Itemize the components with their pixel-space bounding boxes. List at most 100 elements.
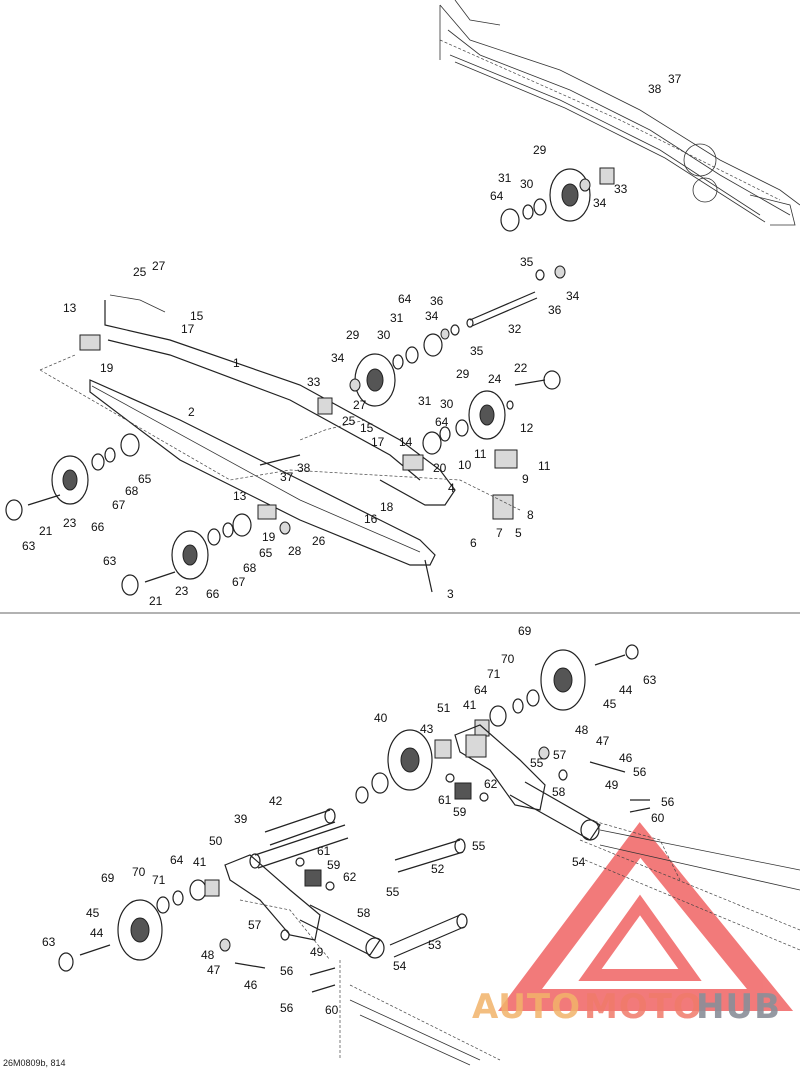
svg-text:64: 64 xyxy=(435,415,449,429)
svg-text:37: 37 xyxy=(668,72,682,86)
svg-text:12: 12 xyxy=(520,421,534,435)
svg-text:44: 44 xyxy=(90,926,104,940)
svg-text:29: 29 xyxy=(346,328,360,342)
end-cap-13b xyxy=(257,504,277,520)
svg-text:35: 35 xyxy=(470,344,484,358)
svg-text:8: 8 xyxy=(527,508,534,522)
svg-text:70: 70 xyxy=(501,652,515,666)
svg-text:54: 54 xyxy=(393,959,407,973)
svg-text:2: 2 xyxy=(188,405,195,419)
svg-text:29: 29 xyxy=(533,143,547,157)
svg-text:28: 28 xyxy=(288,544,302,558)
svg-text:33: 33 xyxy=(614,182,628,196)
svg-text:71: 71 xyxy=(152,873,166,887)
svg-text:7: 7 xyxy=(496,526,503,540)
svg-text:64: 64 xyxy=(398,292,412,306)
svg-text:34: 34 xyxy=(331,351,345,365)
svg-text:51: 51 xyxy=(437,701,451,715)
callouts-bottom: 69 70 63 71 44 64 41 45 51 40 43 48 47 5… xyxy=(42,624,675,1017)
svg-text:27: 27 xyxy=(353,398,367,412)
svg-text:68: 68 xyxy=(243,561,257,575)
svg-text:68: 68 xyxy=(125,484,139,498)
svg-text:46: 46 xyxy=(244,978,258,992)
svg-text:6: 6 xyxy=(470,536,477,550)
svg-text:54: 54 xyxy=(572,855,586,869)
svg-text:9: 9 xyxy=(522,472,529,486)
svg-text:11: 11 xyxy=(538,459,551,473)
svg-text:66: 66 xyxy=(206,587,220,601)
svg-text:23: 23 xyxy=(175,584,189,598)
svg-text:25: 25 xyxy=(133,265,147,279)
svg-text:40: 40 xyxy=(374,711,388,725)
svg-text:34: 34 xyxy=(425,309,439,323)
svg-text:55: 55 xyxy=(530,756,544,770)
svg-text:66: 66 xyxy=(91,520,105,534)
callouts-top: 37 38 29 31 30 33 64 34 35 34 36 27 25 1… xyxy=(22,72,682,608)
svg-text:43: 43 xyxy=(420,722,434,736)
svg-text:56: 56 xyxy=(280,964,294,978)
svg-text:31: 31 xyxy=(498,171,512,185)
svg-text:47: 47 xyxy=(596,734,610,748)
svg-text:38: 38 xyxy=(297,461,311,475)
svg-text:21: 21 xyxy=(39,524,53,538)
diagram-code: 26M0809b, 814 xyxy=(3,1058,66,1068)
wheel-40 xyxy=(387,729,433,791)
svg-text:24: 24 xyxy=(488,372,502,386)
svg-text:17: 17 xyxy=(181,322,195,336)
svg-text:26: 26 xyxy=(312,534,326,548)
svg-text:17: 17 xyxy=(371,435,385,449)
svg-text:58: 58 xyxy=(357,906,371,920)
svg-text:19: 19 xyxy=(100,361,114,375)
svg-text:42: 42 xyxy=(269,794,283,808)
watermark-text-auto: AUTO xyxy=(472,987,581,1027)
svg-text:46: 46 xyxy=(619,751,633,765)
svg-text:4: 4 xyxy=(448,481,455,495)
svg-text:59: 59 xyxy=(453,805,467,819)
end-cap-13a xyxy=(79,334,101,351)
svg-text:30: 30 xyxy=(377,328,391,342)
svg-text:48: 48 xyxy=(201,948,215,962)
svg-text:29: 29 xyxy=(456,367,470,381)
svg-text:5: 5 xyxy=(515,526,522,540)
svg-text:63: 63 xyxy=(643,673,657,687)
watermark-text-moto: MOTO xyxy=(584,987,703,1027)
svg-text:13: 13 xyxy=(233,489,247,503)
wheel-29-lower xyxy=(468,390,506,440)
svg-text:41: 41 xyxy=(193,855,207,869)
svg-text:69: 69 xyxy=(101,871,115,885)
svg-text:60: 60 xyxy=(651,811,665,825)
wheel-29-upper xyxy=(549,168,591,222)
svg-text:20: 20 xyxy=(433,461,447,475)
svg-text:14: 14 xyxy=(399,435,413,449)
svg-text:64: 64 xyxy=(490,189,504,203)
svg-text:38: 38 xyxy=(648,82,662,96)
svg-text:48: 48 xyxy=(575,723,589,737)
svg-text:13: 13 xyxy=(63,301,77,315)
svg-text:18: 18 xyxy=(380,500,394,514)
svg-text:62: 62 xyxy=(343,870,357,884)
svg-text:15: 15 xyxy=(190,309,204,323)
svg-text:36: 36 xyxy=(548,303,562,317)
svg-text:53: 53 xyxy=(428,938,442,952)
svg-text:71: 71 xyxy=(487,667,501,681)
wheel-66-lower xyxy=(171,530,209,580)
svg-text:22: 22 xyxy=(514,361,528,375)
svg-text:49: 49 xyxy=(605,778,619,792)
svg-text:56: 56 xyxy=(280,1001,294,1015)
svg-text:19: 19 xyxy=(262,530,276,544)
watermark-triangle-logo xyxy=(498,822,794,1011)
svg-text:31: 31 xyxy=(390,311,404,325)
svg-text:56: 56 xyxy=(633,765,647,779)
svg-text:30: 30 xyxy=(520,177,534,191)
svg-text:3: 3 xyxy=(447,587,454,601)
svg-text:39: 39 xyxy=(234,812,248,826)
slide-rail-2 xyxy=(89,379,436,566)
svg-text:65: 65 xyxy=(138,472,152,486)
svg-text:15: 15 xyxy=(360,421,374,435)
svg-text:63: 63 xyxy=(42,935,56,949)
svg-text:31: 31 xyxy=(418,394,432,408)
wheel-69-upper xyxy=(540,649,586,711)
svg-text:61: 61 xyxy=(317,844,331,858)
svg-text:55: 55 xyxy=(472,839,486,853)
